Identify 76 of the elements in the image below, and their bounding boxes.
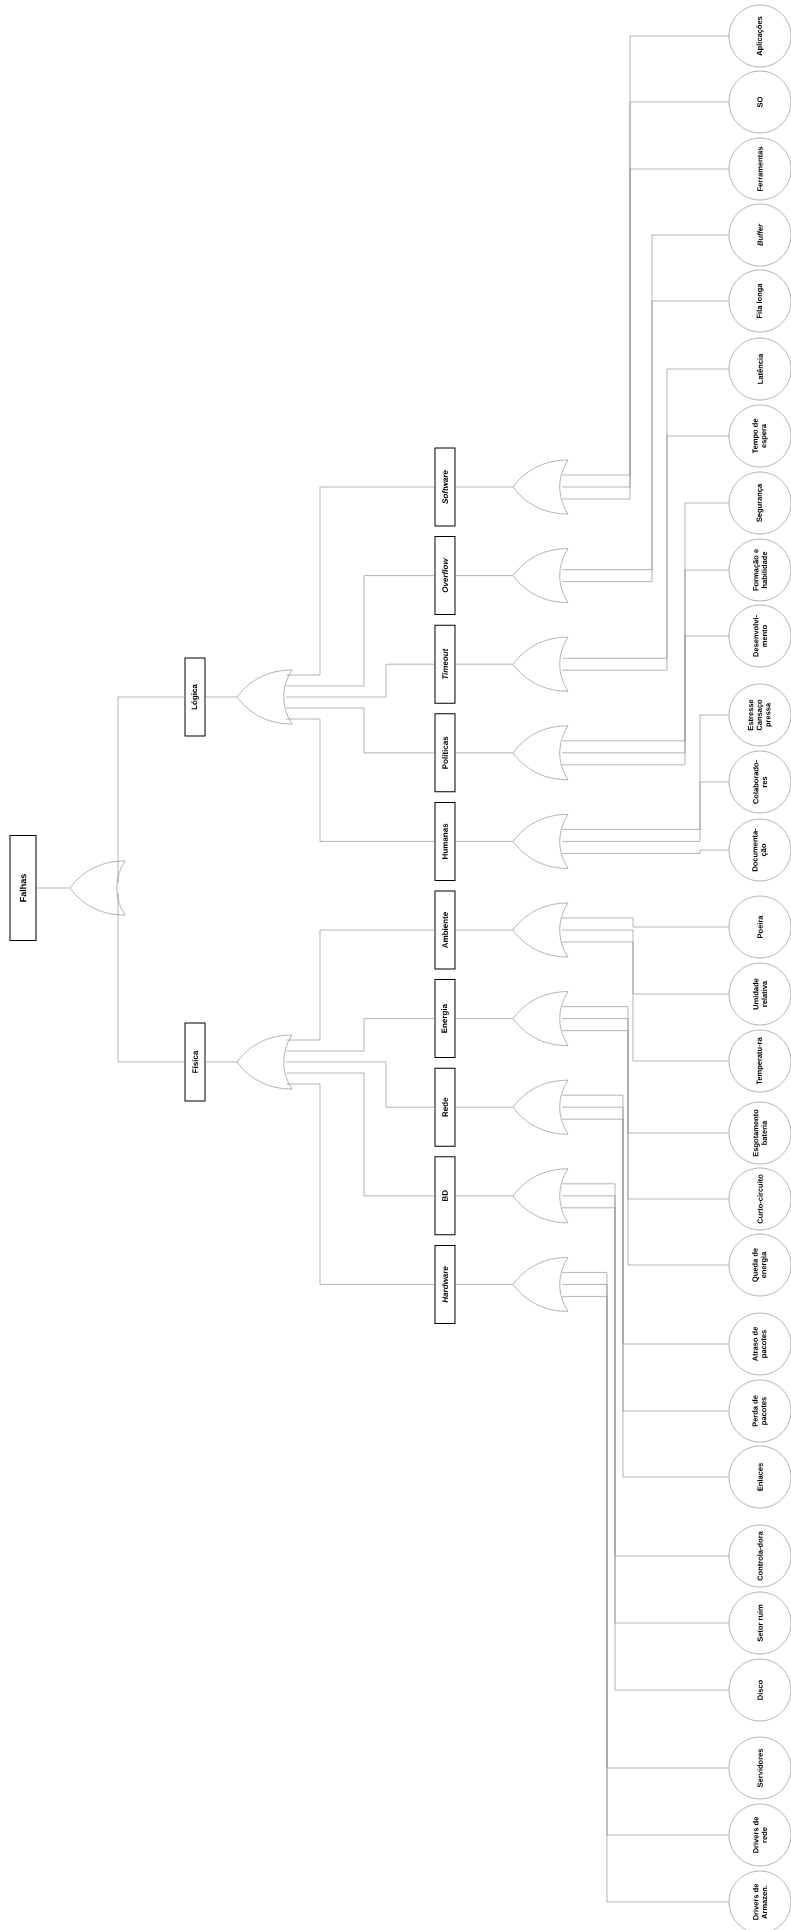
- connector-line: [561, 1207, 729, 1691]
- connector-line: [455, 1018, 514, 1019]
- connector-line: [561, 917, 729, 928]
- connector-line: [561, 300, 729, 582]
- event-box: Overflow: [434, 536, 456, 616]
- or-gate: [512, 1079, 569, 1135]
- connector-line: [205, 1061, 238, 1063]
- or-gate: [512, 1257, 569, 1312]
- connector-line: [117, 696, 185, 883]
- connector-line: [455, 929, 514, 931]
- connector-line: [561, 781, 729, 842]
- or-gate: [69, 860, 126, 916]
- connector-line: [285, 718, 435, 842]
- connector-line: [561, 1195, 729, 1624]
- connector-line: [455, 1284, 514, 1285]
- or-gate: [512, 548, 569, 603]
- connector-line: [561, 1094, 729, 1345]
- connector-line: [561, 502, 729, 742]
- connector-line: [561, 1018, 729, 1200]
- connector-line: [561, 1183, 729, 1557]
- connector-line: [561, 368, 729, 659]
- connector-line: [285, 1018, 435, 1052]
- or-gate: [236, 669, 293, 725]
- event-box: Falhas: [9, 835, 37, 941]
- connector-line: [205, 696, 238, 698]
- or-gate: [512, 991, 569, 1046]
- connector-line: [561, 35, 729, 476]
- connector-line: [561, 234, 729, 570]
- connector-line: [561, 168, 729, 500]
- or-gate: [512, 459, 569, 515]
- connector-line: [561, 569, 729, 754]
- connector-line: [285, 707, 435, 754]
- event-box: Hardware: [434, 1244, 456, 1324]
- connector-line: [455, 752, 514, 754]
- event-box: Software: [434, 447, 456, 527]
- connector-line: [561, 941, 729, 1062]
- event-box: Energia: [434, 979, 456, 1059]
- connector-line: [285, 575, 435, 687]
- event-box: Rede: [434, 1067, 456, 1147]
- or-gate: [512, 725, 569, 781]
- event-box: Timeout: [434, 624, 456, 704]
- connector-line: [285, 1072, 435, 1197]
- connector-line: [117, 893, 185, 1063]
- event-box: Lógica: [184, 657, 206, 737]
- or-gate: [512, 814, 569, 869]
- connector-line: [561, 849, 729, 854]
- connector-line: [561, 1118, 729, 1478]
- connector-line: [561, 714, 729, 830]
- connector-line: [561, 101, 729, 488]
- connector-line: [285, 1083, 435, 1285]
- connector-line: [561, 929, 729, 995]
- connector-line: [455, 1106, 514, 1108]
- connector-line: [561, 1006, 729, 1134]
- or-gate: [236, 1034, 293, 1090]
- connector-line: [285, 929, 435, 1041]
- connector-line: [561, 435, 729, 671]
- connector-line: [36, 887, 71, 889]
- connector-line: [561, 1030, 729, 1266]
- connector-line: [285, 1061, 435, 1108]
- connector-line: [455, 1195, 514, 1197]
- connector-line: [455, 486, 514, 488]
- or-gate: [512, 636, 569, 692]
- connector-line: [455, 841, 514, 842]
- or-gate: [512, 1168, 569, 1224]
- event-box: Políticas: [434, 713, 456, 793]
- event-box: Física: [184, 1022, 206, 1102]
- event-box: Humanas: [434, 801, 456, 881]
- connector-line: [285, 486, 435, 676]
- connector-line: [561, 1106, 729, 1412]
- event-box: Ambiente: [434, 890, 456, 970]
- or-gate: [512, 902, 569, 958]
- connector-line: [455, 663, 514, 665]
- connector-line: [455, 575, 514, 576]
- connector-line: [285, 663, 435, 698]
- connector-line: [561, 635, 729, 766]
- event-box: BD: [434, 1156, 456, 1236]
